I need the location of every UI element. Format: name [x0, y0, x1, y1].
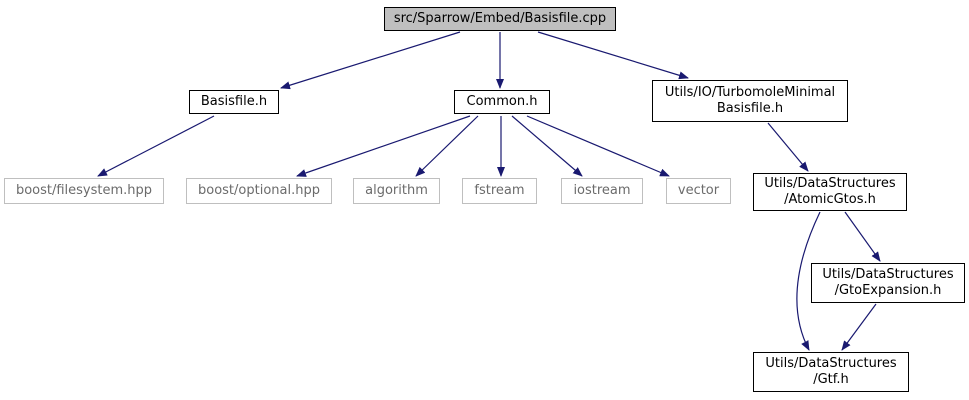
edge-basisfile-cpp-to-turbomole-h: [537, 31, 689, 80]
node-basisfile-h[interactable]: Basisfile.h: [189, 90, 279, 114]
node-boost-optional: boost/optional.hpp: [186, 178, 332, 204]
node-basisfile-cpp: src/Sparrow/Embed/Basisfile.cpp: [384, 7, 616, 31]
edge-common-h-to-algorithm: [415, 115, 479, 177]
node-iostream: iostream: [561, 178, 643, 204]
node-common-h[interactable]: Common.h: [454, 90, 550, 114]
node-vector: vector: [666, 178, 731, 204]
edge-basisfile-cpp-to-basisfile-h: [280, 31, 461, 90]
node-atomic-gtos-h[interactable]: Utils/DataStructures /AtomicGtos.h: [753, 173, 907, 211]
edge-common-h-to-boost-optional: [296, 115, 471, 177]
edge-atomicgtos-h-to-gtf-h: [796, 211, 821, 351]
node-fstream: fstream: [462, 178, 537, 204]
edge-atomicgtos-h-to-gtoexpansion-h: [844, 211, 881, 262]
edge-gtoexpansion-h-to-gtf-h: [841, 303, 877, 351]
node-gtf-h[interactable]: Utils/DataStructures /Gtf.h: [753, 352, 909, 392]
edge-basisfile-h-to-boost-filesystem: [97, 115, 215, 177]
node-gto-expansion-h[interactable]: Utils/DataStructures /GtoExpansion.h: [811, 263, 965, 303]
edge-turbomole-h-to-atomicgtos-h: [767, 122, 809, 172]
node-boost-filesystem: boost/filesystem.hpp: [4, 178, 164, 204]
node-turbomole-minimal-basisfile-h[interactable]: Utils/IO/TurbomoleMinimal Basisfile.h: [652, 80, 848, 122]
edge-common-h-to-iostream: [511, 115, 583, 177]
node-algorithm: algorithm: [353, 178, 440, 204]
edge-common-h-to-vector: [526, 115, 670, 177]
